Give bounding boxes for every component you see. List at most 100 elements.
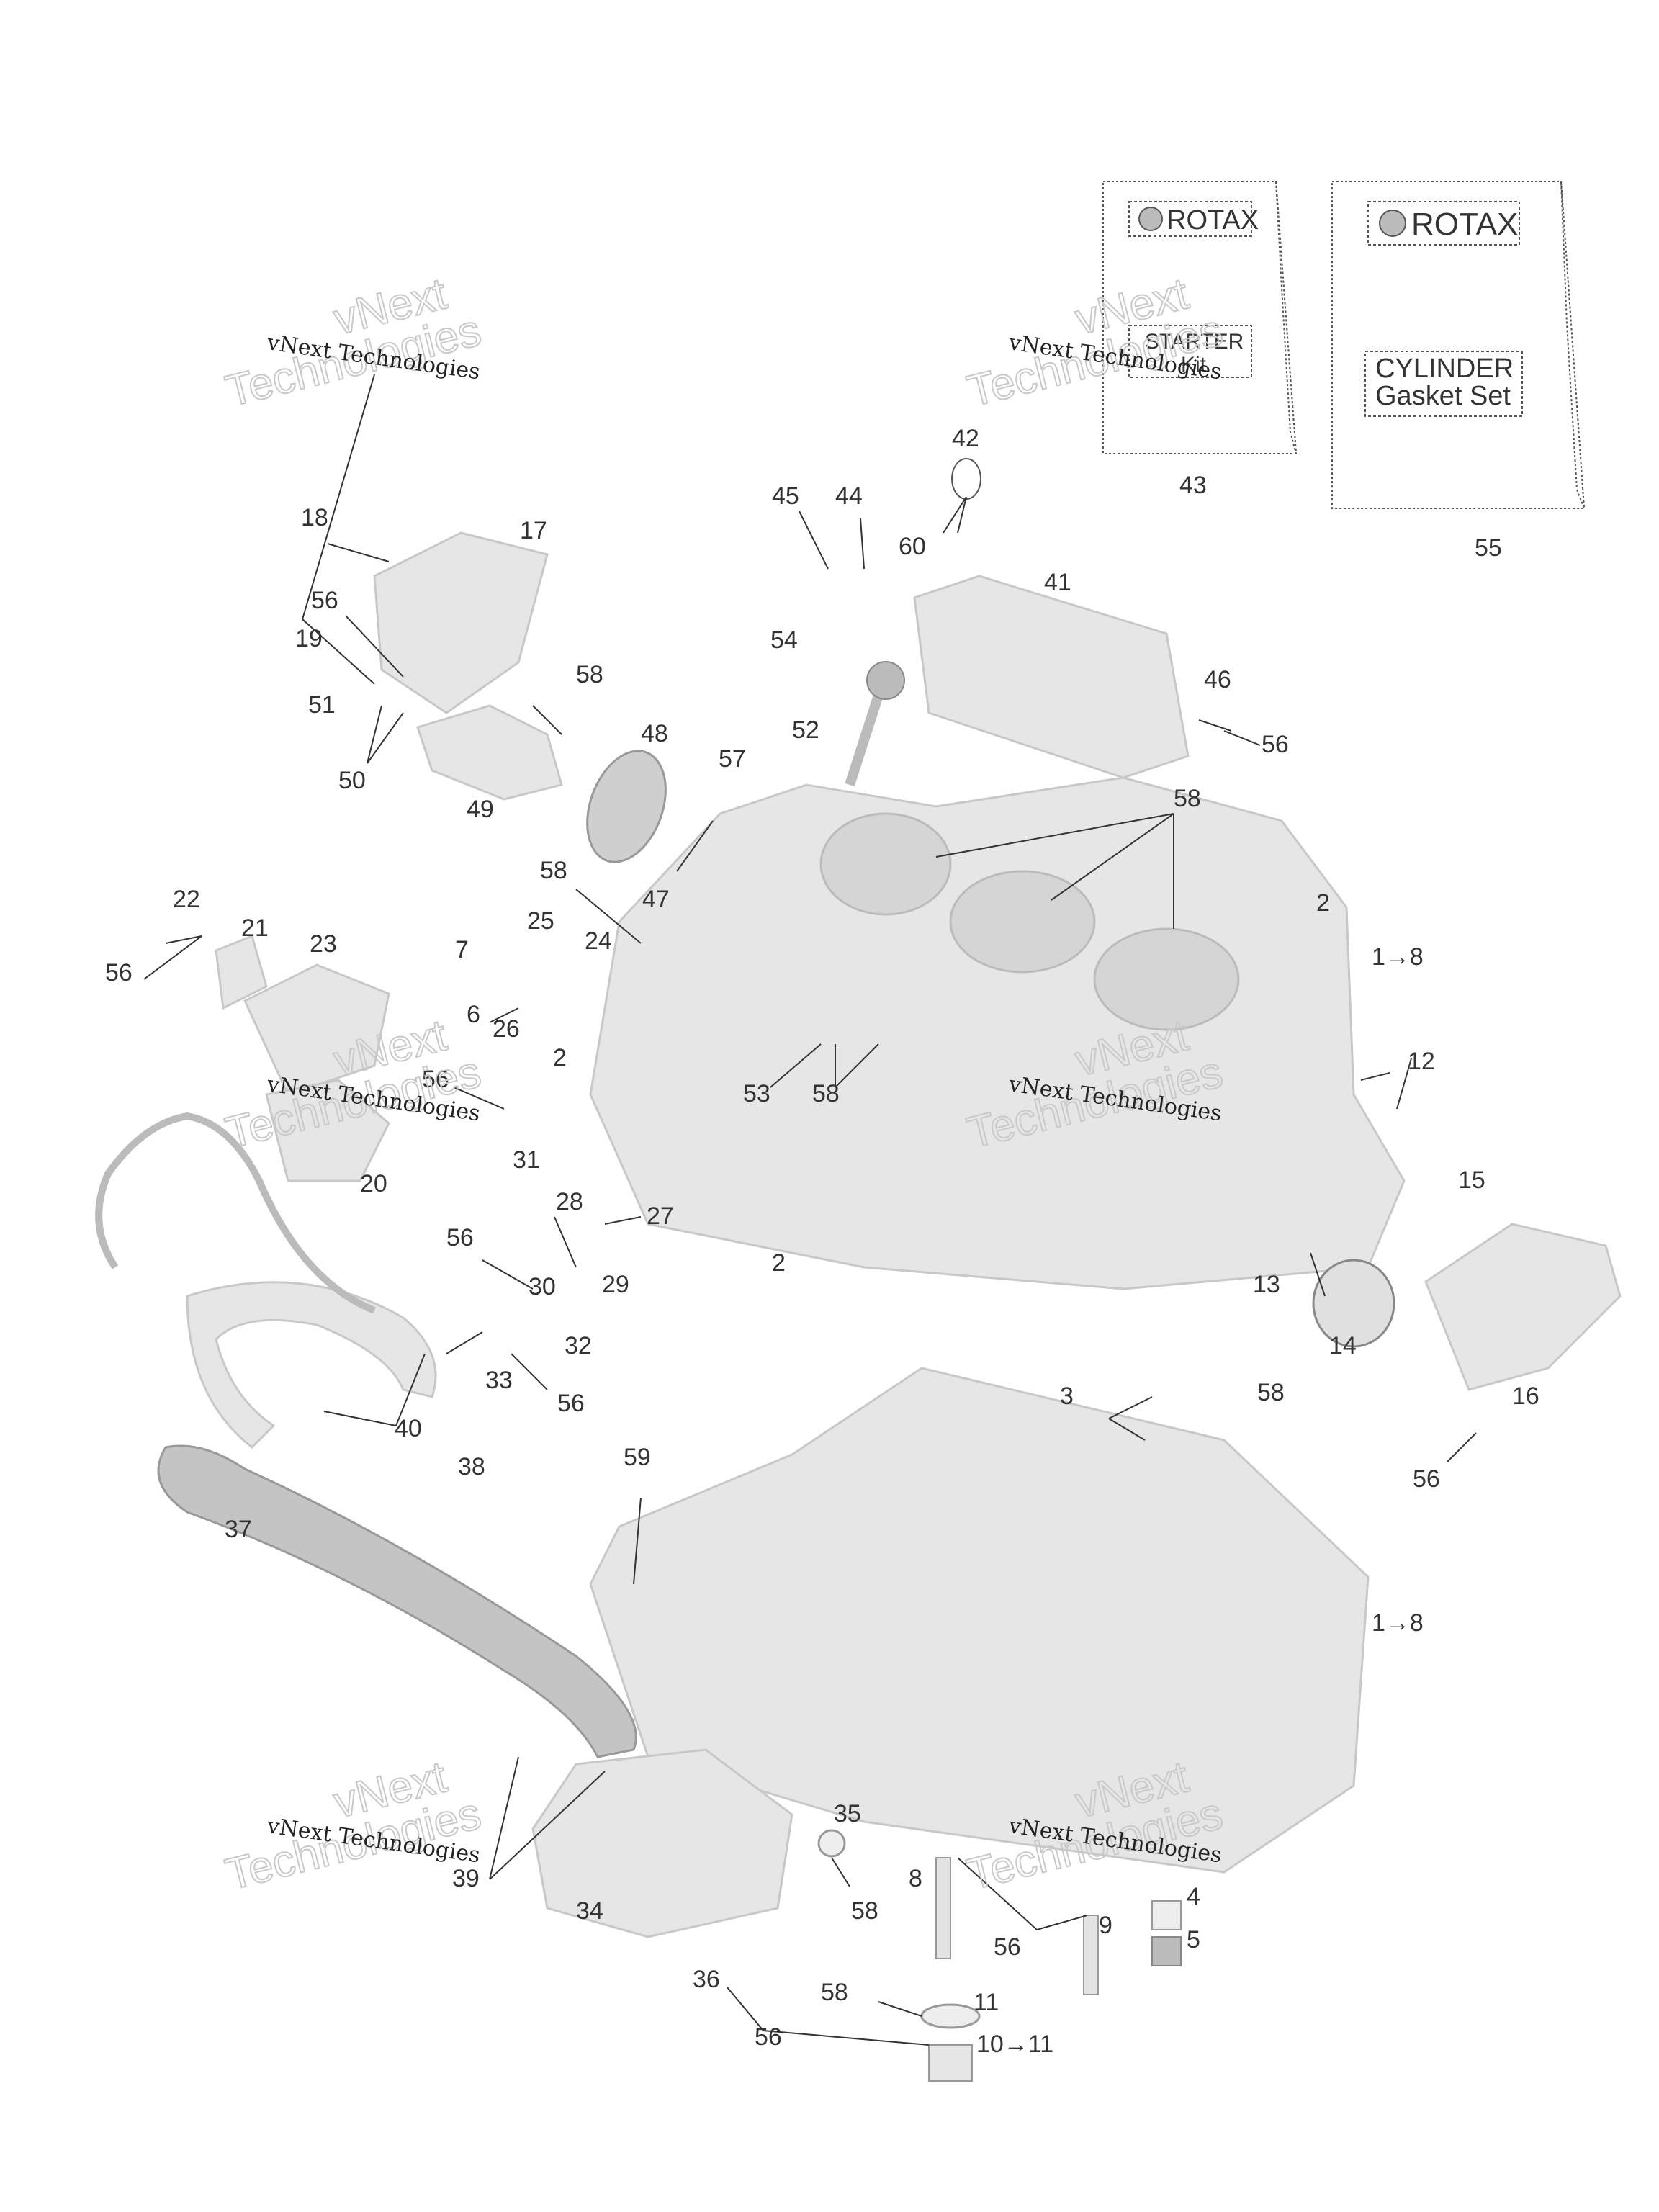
callout-label: 48 <box>641 720 668 747</box>
callout-label: 43 <box>1179 472 1207 499</box>
fitting-54 <box>866 661 905 700</box>
ring-35 <box>817 1829 846 1858</box>
callout-label: 36 <box>693 1966 720 1993</box>
callout-label: 11 <box>974 1989 999 2016</box>
callout-label: 58 <box>812 1080 840 1107</box>
starter-kit-package: ROTAX STARTER Kit <box>1102 181 1298 454</box>
callout-label: 55 <box>1475 534 1502 562</box>
callout-label: 3 <box>1060 1382 1074 1410</box>
callout-label: 15 <box>1458 1166 1485 1194</box>
parts-layer <box>95 458 1622 2082</box>
callout-label: 50 <box>338 767 366 794</box>
callout-label: 9 <box>1099 1912 1112 1939</box>
callout-label: 17 <box>520 517 547 544</box>
pump-49 <box>416 704 563 801</box>
callout-label: 26 <box>493 1015 520 1043</box>
callout-label: 58 <box>821 1979 848 2006</box>
callout-label: 30 <box>529 1273 556 1300</box>
callout-label: 56 <box>446 1224 474 1251</box>
plug-14 <box>1312 1259 1395 1348</box>
oil-tank <box>531 1748 793 1938</box>
cover-15 <box>1424 1223 1622 1391</box>
callout-label: 58 <box>1257 1379 1285 1406</box>
callout-label: 19 <box>295 625 323 652</box>
callout-label: 56 <box>1262 731 1289 758</box>
callout-label: 39 <box>452 1865 480 1892</box>
callout-label: 28 <box>556 1188 583 1215</box>
upper-crankcase <box>589 776 1406 1290</box>
callout-label: 53 <box>743 1080 770 1107</box>
callout-label: 10→11 <box>976 2031 1053 2058</box>
callout-label: 33 <box>485 1367 513 1394</box>
callout-label: 12 <box>1408 1048 1435 1075</box>
callout-label: 20 <box>360 1170 387 1197</box>
housing-23 <box>243 963 390 1096</box>
callout-label: 7 <box>455 936 469 963</box>
callout-label: 41 <box>1044 569 1071 596</box>
cylinder-gasket-set-package: ROTAX CYLINDER Gasket Set <box>1331 181 1586 509</box>
callout-label: 56 <box>557 1390 585 1417</box>
watermark: vNext Technologies vNext Technologies <box>220 1751 487 1900</box>
callout-label: 27 <box>647 1202 674 1230</box>
callout-label: 35 <box>834 1800 861 1827</box>
callout-label: 56 <box>1413 1465 1440 1493</box>
part-21 <box>215 934 268 1010</box>
callout-label: 38 <box>458 1453 485 1480</box>
cylinder-kit-logo-text: ROTAX <box>1411 207 1518 242</box>
rotax-emblem-icon <box>1379 210 1406 237</box>
callout-label: 32 <box>565 1332 592 1359</box>
callout-label: 58 <box>540 857 567 884</box>
pin-9 <box>1083 1915 1099 1995</box>
lower-crankcase <box>589 1367 1370 1874</box>
callout-label: 23 <box>310 930 337 958</box>
callout-label: 58 <box>1174 785 1201 812</box>
callout-label: 16 <box>1512 1382 1539 1410</box>
callout-label: 18 <box>301 504 328 531</box>
cylinder-kit-label-line2: Gasket Set <box>1375 381 1511 411</box>
callout-label: 37 <box>225 1516 252 1543</box>
callout-label: 45 <box>772 482 799 510</box>
callout-label: 29 <box>602 1271 629 1298</box>
callout-label: 52 <box>792 716 819 744</box>
gear-48 <box>586 750 667 863</box>
callout-label: 14 <box>1329 1332 1357 1359</box>
o-ring-42 <box>951 458 981 500</box>
callout-label: 42 <box>952 425 979 452</box>
leader-lines <box>143 374 1477 2046</box>
washer-11 <box>920 2003 981 2029</box>
callout-label: 1→8 <box>1372 943 1424 971</box>
part-4 <box>1151 1900 1182 1930</box>
callout-label: 2 <box>1316 889 1330 917</box>
callout-label: 60 <box>899 533 926 560</box>
callout-label: 4 <box>1187 1883 1200 1910</box>
callout-label: 13 <box>1253 1271 1280 1298</box>
callout-label: 40 <box>395 1415 422 1442</box>
callout-label: 21 <box>241 914 269 942</box>
callout-label: 58 <box>851 1897 878 1925</box>
callout-label: 25 <box>527 907 554 935</box>
starter-kit-logo-text: ROTAX <box>1166 205 1259 235</box>
callout-label: 46 <box>1204 666 1231 693</box>
starter-kit-label-line1: STARTER <box>1145 330 1244 354</box>
callout-label: 54 <box>770 626 798 654</box>
callout-label: 56 <box>311 587 338 614</box>
callout-label: 56 <box>994 1933 1021 1961</box>
callout-label: 59 <box>624 1444 651 1471</box>
rotax-emblem-icon <box>1138 207 1163 231</box>
tube-52 <box>845 682 887 787</box>
callout-label: 8 <box>909 1865 922 1892</box>
callout-label: 56 <box>422 1066 449 1093</box>
housing-20 <box>265 1079 390 1182</box>
callout-label: 57 <box>719 745 746 773</box>
oil-hose-light <box>186 1281 437 1449</box>
callout-label: 24 <box>585 927 612 955</box>
starter-kit-label-box <box>1128 325 1252 378</box>
part-5 <box>1151 1936 1182 1966</box>
callout-label: 56 <box>755 2023 782 2051</box>
callout-label: 2 <box>772 1249 786 1277</box>
starter-motor <box>913 575 1190 779</box>
watermark: vNext Technologies vNext Technologies <box>220 268 487 417</box>
callout-label: 6 <box>467 1001 480 1028</box>
callout-label: 22 <box>173 886 200 913</box>
